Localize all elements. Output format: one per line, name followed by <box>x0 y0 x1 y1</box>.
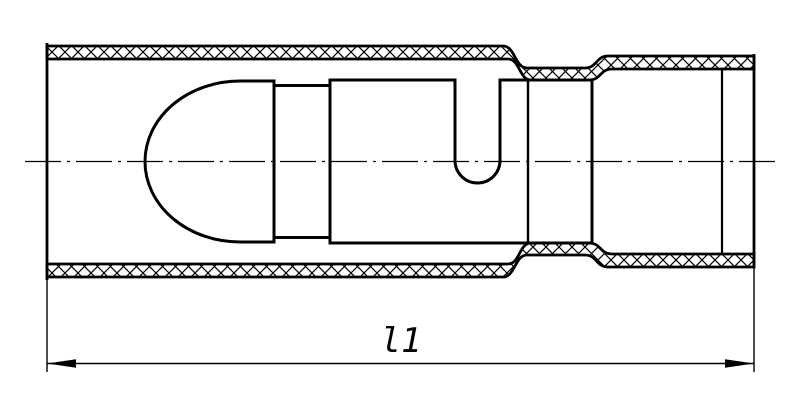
bullet-contact-outline <box>143 79 276 244</box>
dimension-arrow-left <box>47 359 76 368</box>
crimp-barrel-outline <box>328 78 594 245</box>
dimension-arrow-right <box>725 359 754 368</box>
dimension-label: l1 <box>381 321 422 361</box>
drawing-lines-group <box>25 43 776 372</box>
